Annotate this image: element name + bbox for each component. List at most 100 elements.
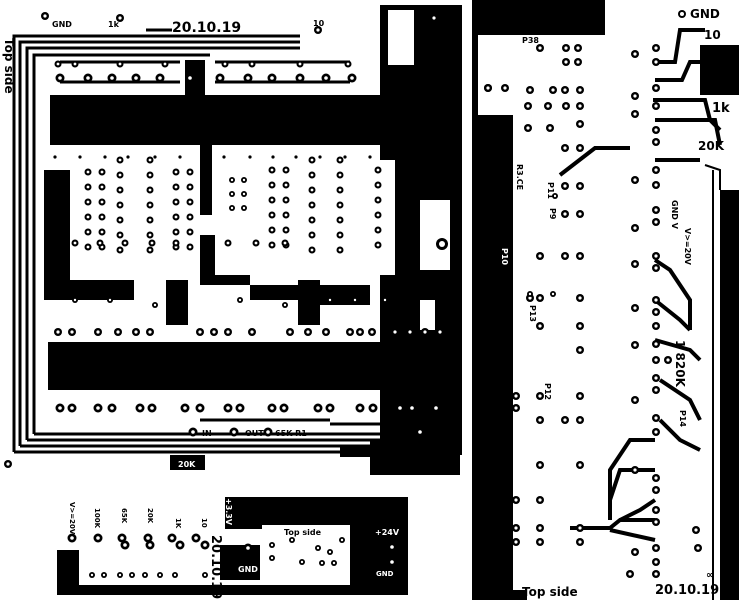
bottom-gnd2-label: GND	[376, 570, 394, 578]
pad-hole	[178, 155, 182, 159]
pad-hole	[188, 245, 192, 249]
pad-hole	[223, 62, 227, 66]
left-r1-label: 65K R1	[275, 429, 307, 438]
pad-hole	[96, 330, 100, 334]
pad-hole	[654, 60, 658, 64]
bottom-20k-label: 20K	[146, 508, 154, 524]
pad-hole	[298, 62, 302, 66]
pad-hole	[266, 430, 270, 434]
pad-hole	[324, 76, 328, 80]
pad-hole	[348, 330, 352, 334]
pad-hole	[538, 296, 542, 300]
pad-hole	[203, 543, 207, 547]
pad-hole	[250, 330, 254, 334]
pad-hole	[188, 185, 192, 189]
right-p14-label: P14	[678, 410, 687, 427]
pad-hole	[551, 292, 555, 296]
pad-hole	[564, 46, 568, 50]
bottom-1k-label: 1K	[174, 518, 182, 529]
pad-hole	[576, 46, 580, 50]
pad-hole	[338, 173, 342, 177]
pad-hole	[238, 298, 242, 302]
pad-hole	[78, 155, 82, 159]
pad-hole	[310, 218, 314, 222]
pad-hole	[376, 198, 380, 202]
bottom-10-label: 10	[200, 518, 208, 528]
pad-hole	[56, 62, 60, 66]
pad-hole	[528, 296, 532, 300]
pad-hole	[654, 266, 658, 270]
pad-hole	[563, 418, 567, 422]
pad-hole	[353, 298, 357, 302]
pad-hole	[376, 228, 380, 232]
pad-hole	[254, 241, 258, 245]
pad-hole	[100, 200, 104, 204]
pad-hole	[633, 306, 637, 310]
pad-hole	[538, 463, 542, 467]
right-p38-label: P38	[522, 36, 539, 45]
pad-hole	[146, 536, 150, 540]
pad-hole	[553, 194, 557, 198]
pad-hole	[118, 573, 122, 577]
pad-hole	[633, 550, 637, 554]
pad-hole	[654, 220, 658, 224]
right-corner-mark: ∞	[706, 570, 714, 581]
pad-hole	[654, 104, 658, 108]
pad-hole	[654, 183, 658, 187]
pad-hole	[564, 104, 568, 108]
bottom-65k-label: 65K	[120, 508, 128, 524]
pad-hole	[53, 155, 57, 159]
right-side-label: Top side	[522, 585, 578, 599]
pad-hole	[393, 330, 397, 334]
pad-hole	[576, 60, 580, 64]
pad-hole	[696, 546, 700, 550]
pad-hole	[310, 248, 314, 252]
pad-hole	[218, 76, 222, 80]
pad-hole	[173, 573, 177, 577]
pad-hole	[376, 183, 380, 187]
left-20k-label: 20K	[178, 460, 196, 469]
pad-hole	[628, 572, 632, 576]
pad-hole	[148, 173, 152, 177]
pad-hole	[654, 324, 658, 328]
pad-hole	[376, 168, 380, 172]
pad-hole	[100, 230, 104, 234]
pad-hole	[538, 526, 542, 530]
right-p9-label: P9	[548, 208, 557, 220]
pad-hole	[633, 112, 637, 116]
bottom-24v-label: +24V	[375, 528, 400, 537]
pad-hole	[118, 173, 122, 177]
pad-hole	[270, 198, 274, 202]
pad-hole	[371, 406, 375, 410]
pad-hole	[654, 140, 658, 144]
pad-hole	[338, 188, 342, 192]
pad-hole	[96, 406, 100, 410]
pad-hole	[284, 213, 288, 217]
pad-hole	[578, 212, 582, 216]
pad-hole	[578, 394, 582, 398]
pad-hole	[538, 254, 542, 258]
pad-hole	[578, 88, 582, 92]
right-date: 20.10.19	[655, 583, 719, 598]
pad-hole	[232, 430, 236, 434]
pad-hole	[318, 155, 322, 159]
pad-hole	[148, 233, 152, 237]
pad-hole	[563, 184, 567, 188]
pad-hole	[290, 538, 294, 542]
pad-hole	[284, 168, 288, 172]
pad-hole	[153, 303, 157, 307]
pad-hole	[654, 508, 658, 512]
pad-hole	[163, 62, 167, 66]
pad-hole	[70, 406, 74, 410]
right-gndv-label: GND V	[670, 200, 679, 230]
pad-hole	[226, 406, 230, 410]
pad-hole	[383, 298, 387, 302]
pad-hole	[86, 185, 90, 189]
pad-hole	[248, 155, 252, 159]
pad-hole	[578, 254, 582, 258]
pad-hole	[150, 406, 154, 410]
pad-hole	[410, 406, 414, 410]
pad-hole	[432, 16, 436, 20]
pad-hole	[242, 178, 246, 182]
pad-hole	[526, 126, 530, 130]
